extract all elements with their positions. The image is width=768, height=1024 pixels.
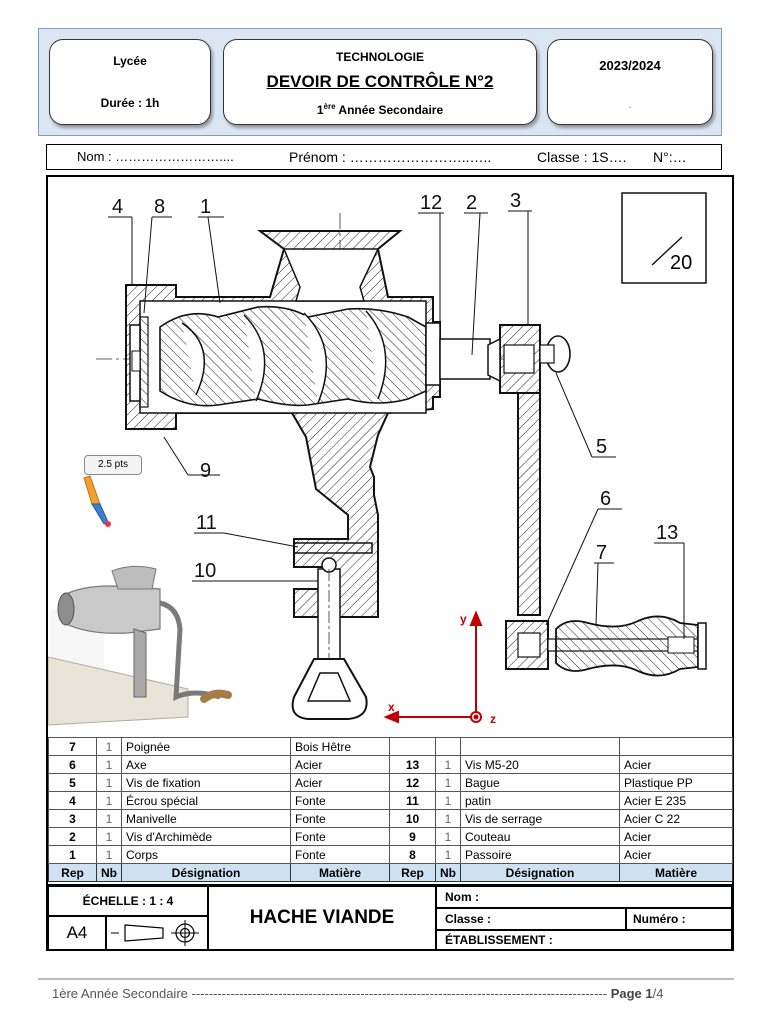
student-nom-field[interactable]: Nom : ……………………....: [77, 149, 234, 164]
projection-icon: [111, 920, 199, 946]
score-box: [621, 192, 707, 284]
callout-8: 8: [154, 196, 165, 218]
axis-y-label: y: [460, 612, 467, 626]
footer-page-total: /4: [652, 986, 664, 1001]
school-label: Lycée: [113, 54, 147, 68]
points-badge: 2.5 pts: [84, 455, 142, 475]
callout-3: 3: [510, 190, 521, 212]
exam-header: Lycée Durée : 1h TECHNOLOGIE DEVOIR DE C…: [38, 28, 722, 136]
callout-7: 7: [596, 542, 607, 564]
title-block: ÉCHELLE : 1 : 4 A4 HACHE VIANDE Nom : Cl…: [48, 884, 732, 950]
year-dot: .: [628, 96, 632, 111]
projection-symbol: [106, 916, 208, 950]
student-prenom-field[interactable]: Prénom : ……………………..…..: [289, 149, 492, 165]
meat-grinder-drawing: 20 4 8 1 12 2 3 5 9 11 10 6 7 13: [48, 190, 707, 726]
school-box: Lycée Durée : 1h: [49, 39, 211, 125]
subject-label: TECHNOLOGIE: [335, 50, 424, 64]
axis-x-label: x: [388, 700, 395, 714]
title-box: TECHNOLOGIE DEVOIR DE CONTRÔLE N°2 1ère …: [223, 39, 537, 125]
drawing-frame: [46, 175, 734, 951]
page-footer: 1ère Année Secondaire ------------------…: [52, 986, 722, 1001]
callout-9: 9: [200, 460, 211, 482]
year-box: 2023/2024 .: [547, 39, 713, 125]
drawing-title: HACHE VIANDE: [208, 886, 436, 950]
level-label: 1ère Année Secondaire: [316, 102, 444, 117]
title-etablissement-field[interactable]: ÉTABLISSEMENT :: [436, 930, 732, 950]
callout-5: 5: [596, 436, 607, 458]
title-classe-field[interactable]: Classe :: [436, 908, 626, 930]
student-classe-field[interactable]: Classe : 1S….: [537, 149, 627, 165]
score-total: 20: [670, 252, 692, 274]
duration-label: Durée : 1h: [100, 96, 160, 110]
student-numero-field[interactable]: N°:…: [653, 149, 687, 165]
callout-12: 12: [420, 192, 442, 214]
footer-page: Page 1: [610, 986, 653, 1001]
callout-2: 2: [466, 192, 477, 214]
footer-divider: [38, 978, 734, 980]
axis-z-label: z: [490, 712, 496, 726]
title-nom-field[interactable]: Nom :: [436, 886, 732, 908]
callout-10: 10: [194, 560, 216, 582]
callout-6: 6: [600, 488, 611, 510]
school-year: 2023/2024: [599, 58, 661, 73]
title-numero-field[interactable]: Numéro :: [626, 908, 732, 930]
student-info-line: Nom : …………………….... Prénom : ……………………..….…: [46, 144, 722, 170]
footer-level: 1ère Année Secondaire ------------------…: [52, 986, 611, 1001]
format-label: A4: [48, 916, 106, 950]
pencil-icon: [83, 475, 111, 527]
callout-1: 1: [200, 196, 211, 218]
callout-13: 13: [656, 522, 678, 544]
grinder-photo: [48, 565, 232, 726]
exam-title: DEVOIR DE CONTRÔLE N°2: [266, 72, 494, 91]
callout-11: 11: [196, 512, 217, 534]
callout-4: 4: [112, 196, 123, 218]
scale-label: ÉCHELLE : 1 : 4: [48, 886, 208, 916]
